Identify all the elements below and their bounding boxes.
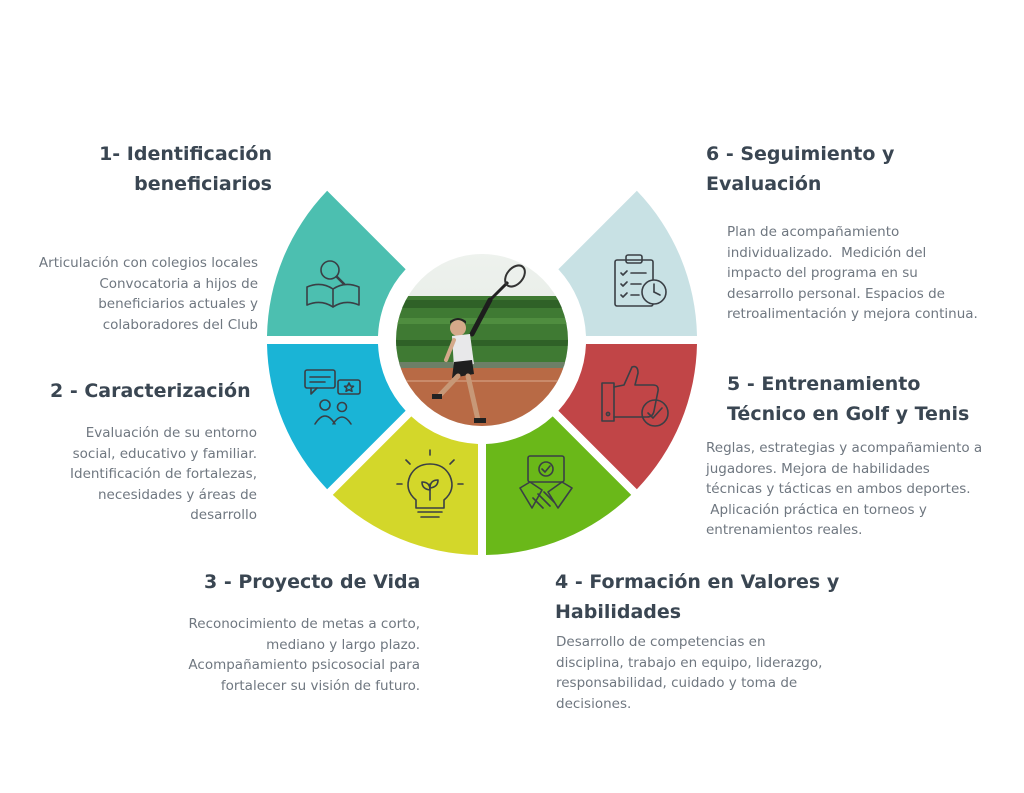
step-4-description: Desarrollo de competencias en disciplina… xyxy=(556,634,823,712)
ring-segment-3 xyxy=(332,416,478,555)
step-6-description: Plan de acompañamiento individualizado. … xyxy=(727,224,978,322)
ring-segment-2 xyxy=(267,344,406,490)
step-3-description: Reconocimiento de metas a corto, mediano… xyxy=(188,616,420,694)
step-3-heading: 3 - Proyecto de Vida xyxy=(204,571,421,593)
book-magnifier-icon xyxy=(306,260,360,308)
handshake-icon xyxy=(519,455,573,509)
step-2-description: Evaluación de su entorno social, educati… xyxy=(70,425,257,523)
step-5-description: Reglas, estrategias y acompañamiento a j… xyxy=(706,440,983,538)
step-5-heading: 5 - Entrenamiento Técnico en Golf y Teni… xyxy=(727,373,970,425)
tennis-player-photo xyxy=(394,252,570,428)
lightbulb-plant-icon xyxy=(396,449,464,518)
step-6-heading: 6 - Seguimiento y Evaluación xyxy=(706,143,895,195)
step-1-heading: 1- Identificación beneficiarios xyxy=(99,143,272,195)
step-2-heading: 2 - Caracterización xyxy=(50,380,251,402)
people-chat-icon xyxy=(304,369,361,425)
clipboard-clock-icon xyxy=(614,254,667,307)
thumbs-up-check-icon xyxy=(601,365,669,427)
step-1-description: Articulación con colegios locales Convoc… xyxy=(38,255,258,333)
step-4-heading: 4 - Formación en Valores y Habilidades xyxy=(555,571,840,623)
ring-segment-4 xyxy=(486,416,632,555)
